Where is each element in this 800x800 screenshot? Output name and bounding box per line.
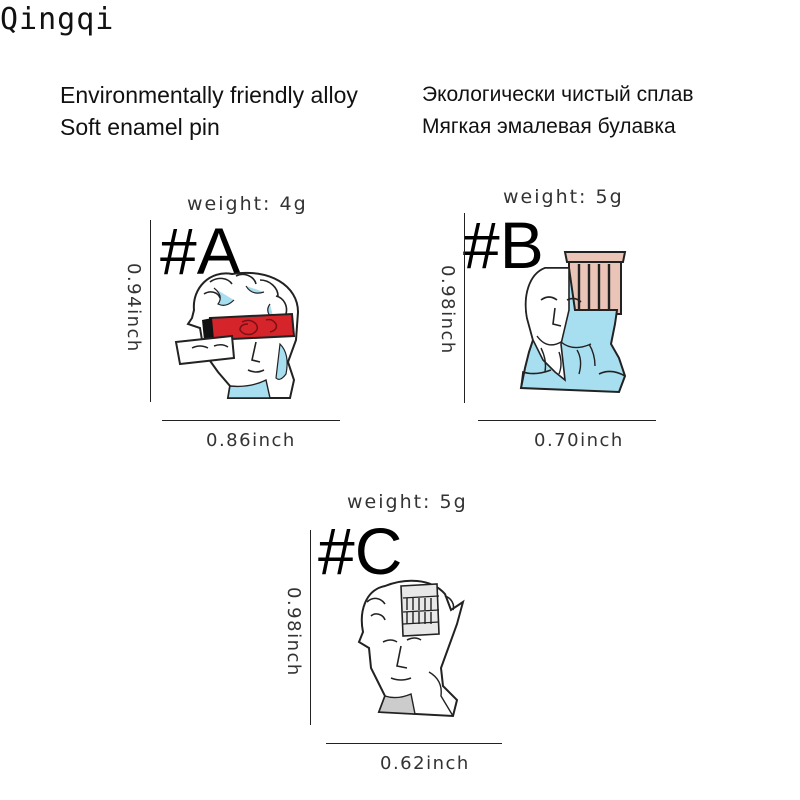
pin-a-width-text: 0.86inch <box>206 430 296 451</box>
pin-a-bust-illustration <box>174 271 300 399</box>
pin-c-width-line <box>326 743 502 744</box>
pin-b-bust-illustration <box>519 251 627 394</box>
pin-b-weight: weight: 5g <box>503 186 624 208</box>
pin-a-weight: weight: 4g <box>187 193 308 215</box>
pin-c-height-line <box>310 530 311 725</box>
pin-c-weight: weight: 5g <box>347 491 468 513</box>
pin-c-width-text: 0.62inch <box>380 753 470 774</box>
pin-b-width-line <box>478 420 656 421</box>
pin-c-label: #C <box>318 514 403 588</box>
description-english: Environmentally friendly alloy Soft enam… <box>60 79 358 143</box>
pin-a-width-line <box>162 420 340 421</box>
brand-name: Qingqi <box>0 2 115 37</box>
description-line-material-ru: Экологически чистый сплав <box>422 83 694 106</box>
pin-b-height-line <box>464 213 465 403</box>
pin-a-height-text: 0.94inch <box>123 263 144 353</box>
description-line-type-ru: Мягкая эмалевая булавка <box>422 115 676 138</box>
description-line-type: Soft enamel pin <box>60 114 220 140</box>
pin-a-height-line <box>150 220 151 402</box>
pin-c-bust-illustration <box>357 579 465 718</box>
description-line-material: Environmentally friendly alloy <box>60 82 358 108</box>
pin-b-height-text: 0.98inch <box>437 265 458 355</box>
pin-b-width-text: 0.70inch <box>534 430 624 451</box>
pin-c-height-text: 0.98inch <box>283 587 304 677</box>
description-russian: Экологически чистый сплав Мягкая эмалева… <box>422 79 694 143</box>
pin-b-label: #B <box>463 208 544 282</box>
